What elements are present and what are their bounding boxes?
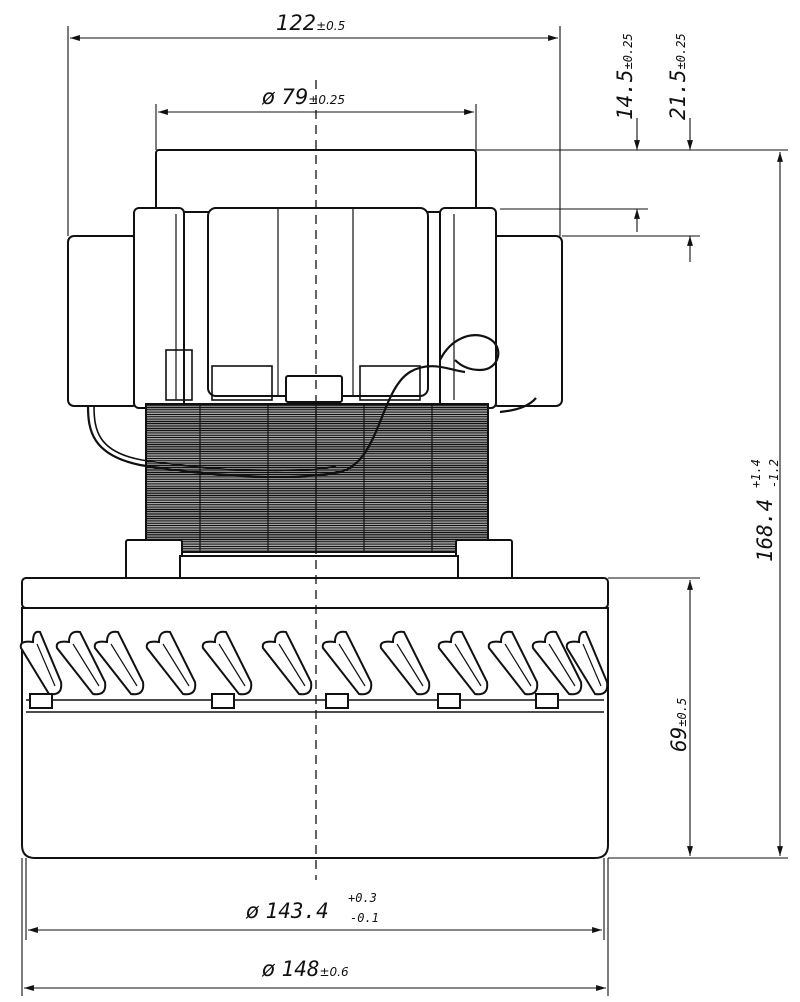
svg-text:21.5±0.25: 21.5±0.25 <box>666 33 690 120</box>
fan-tab <box>535 693 559 709</box>
fan-tab <box>29 693 53 709</box>
svg-text:ø 143.4: ø 143.4 <box>245 899 329 923</box>
fan-slot <box>19 630 63 696</box>
svg-text:ø 79±0.25: ø 79±0.25 <box>261 85 345 109</box>
fan-slot <box>437 630 489 696</box>
left-brush-holder <box>67 235 139 407</box>
svg-text:122±0.5: 122±0.5 <box>276 11 345 35</box>
fan-slots <box>19 630 609 696</box>
dim-top-width: 122±0.5 <box>67 11 561 236</box>
svg-text:+0.3: +0.3 <box>348 891 377 905</box>
fan-slot <box>321 630 373 696</box>
svg-text:69±0.5: 69±0.5 <box>667 698 691 752</box>
fan-slot <box>55 630 107 696</box>
fan-slot <box>145 630 197 696</box>
svg-text:+1.4: +1.4 <box>749 459 763 488</box>
fan-slot <box>487 630 539 696</box>
dim-total-height: 168.4 +1.4 -1.2 <box>608 152 788 859</box>
fan-slot <box>261 630 313 696</box>
fan-slot <box>531 630 583 696</box>
svg-text:168.4: 168.4 <box>753 499 777 562</box>
left-mount-foot <box>125 539 183 581</box>
svg-text:ø 148±0.6: ø 148±0.6 <box>261 957 349 981</box>
motor-drawing <box>19 149 609 859</box>
fan-slot <box>565 630 609 696</box>
fan-tab <box>211 693 235 709</box>
right-brush-holder <box>491 235 563 407</box>
dim-height-21: 21.5±0.25 <box>562 33 700 262</box>
svg-text:-0.1: -0.1 <box>350 911 379 925</box>
fan-slot <box>201 630 253 696</box>
dim-fan-height: 69±0.5 <box>608 577 700 856</box>
dim-fan-diameter: ø 143.4 +0.3 -0.1 <box>25 858 605 940</box>
svg-text:14.5±0.25: 14.5±0.25 <box>613 33 637 120</box>
dim-top-diameter: ø 79±0.25 <box>155 85 477 150</box>
right-mount-foot <box>455 539 513 581</box>
terminal-connector <box>285 375 343 403</box>
fan-flange <box>21 577 609 609</box>
housing-right-post <box>439 207 497 409</box>
fan-slot <box>379 630 431 696</box>
dim-outer-diameter: ø 148±0.6 <box>21 858 609 996</box>
lead-wire <box>86 365 466 478</box>
fan-tab <box>437 693 461 709</box>
housing-center-block <box>207 207 429 397</box>
dim-height-14: 14.5±0.25 <box>476 33 788 232</box>
fan-tab <box>325 693 349 709</box>
fan-slot <box>93 630 145 696</box>
svg-text:-1.2: -1.2 <box>767 459 781 488</box>
